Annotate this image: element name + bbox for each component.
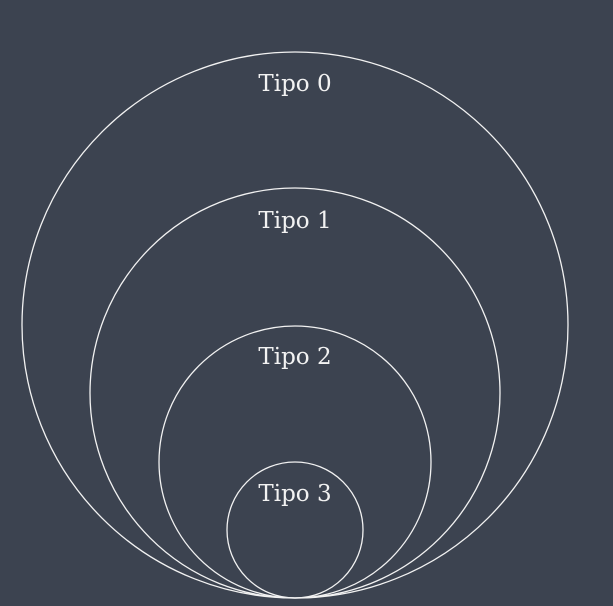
ring-tipo-3: Tipo 3 [226,461,364,599]
ring-label-tipo-0: Tipo 0 [258,71,331,97]
ring-circle-tipo-1 [89,187,501,599]
ring-tipo-0: Tipo 0 [21,51,569,599]
ring-circle-tipo-3 [226,461,364,599]
ring-tipo-1: Tipo 1 [89,187,501,599]
ring-label-tipo-2: Tipo 2 [258,344,331,370]
ring-label-tipo-1: Tipo 1 [258,208,331,234]
ring-circle-tipo-0 [21,51,569,599]
ring-label-tipo-3: Tipo 3 [258,481,331,507]
